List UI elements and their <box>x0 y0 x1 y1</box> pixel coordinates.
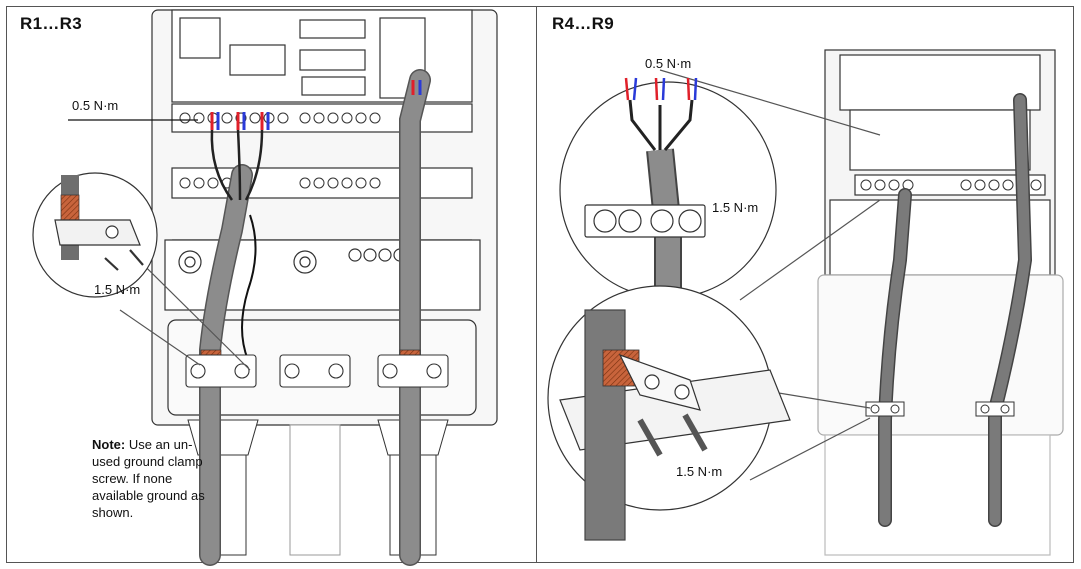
right-clamp-torque-label-top: 1.5 N·m <box>712 200 759 215</box>
right-ground-clamps <box>865 401 1015 417</box>
right-terminal-detail-callout <box>559 69 881 301</box>
right-terminal-row <box>860 179 1042 191</box>
note-label: Note: <box>92 437 126 452</box>
left-control-cable-2 <box>399 69 431 566</box>
panel-divider <box>536 6 537 563</box>
right-clamp-detail-callout <box>547 285 871 541</box>
note-text: Use an un-used ground clamp screw. If no… <box>92 437 205 520</box>
grounding-note: Note: Use an un-used ground clamp screw.… <box>92 436 212 521</box>
right-clamp-torque-label-bottom: 1.5 N·m <box>676 464 723 479</box>
left-terminal-torque-label: 0.5 N·m <box>72 98 119 113</box>
left-ground-clamps <box>185 354 449 388</box>
left-conductors <box>210 80 422 361</box>
right-panel-title: R4…R9 <box>552 14 614 33</box>
left-clamp-torque-label: 1.5 N·m <box>94 282 141 297</box>
right-control-cable-2 <box>988 93 1033 527</box>
left-emc-screws <box>178 248 407 274</box>
left-panel-title: R1…R3 <box>20 14 82 33</box>
left-terminal-row-bottom <box>179 177 416 189</box>
right-terminal-torque-label: 0.5 N·m <box>645 56 692 71</box>
left-detail-callout <box>32 172 251 371</box>
